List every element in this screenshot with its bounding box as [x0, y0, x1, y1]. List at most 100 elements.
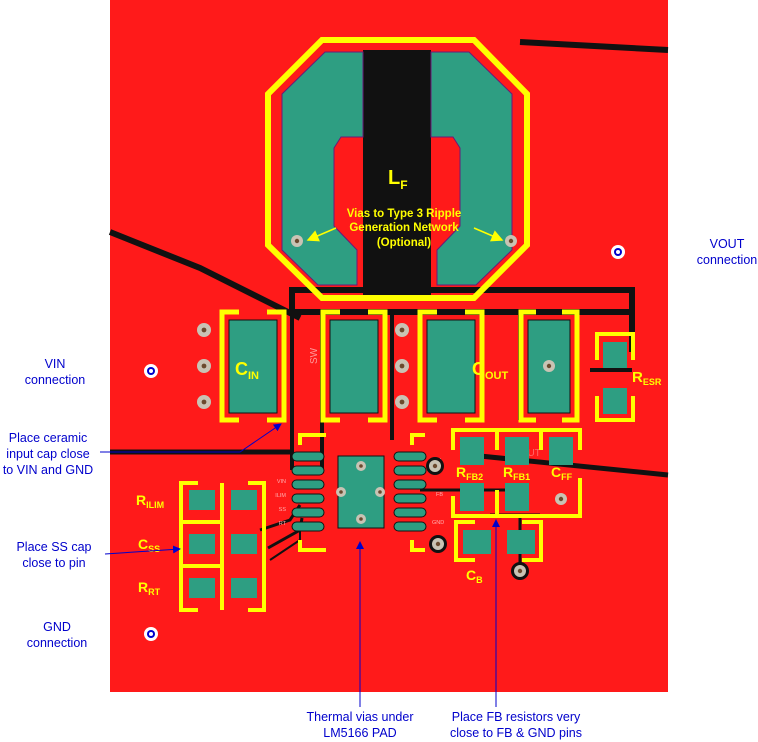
rfb-silk [451, 428, 582, 450]
ss-note-line2: close to pin [22, 556, 85, 570]
thermal-via [356, 461, 366, 471]
rfb2-ref-sub: FB2 [466, 472, 483, 482]
via [543, 360, 555, 372]
cin-note-line1: Place ceramic [9, 431, 88, 445]
rilim-ref-sub: ILIM [146, 500, 164, 510]
cb-ref-sub: B [476, 575, 483, 585]
gnd-annotation-line2: connection [27, 636, 88, 650]
via [395, 359, 409, 373]
cin-silk [267, 309, 287, 423]
cb-silk [454, 520, 475, 562]
via [197, 395, 211, 409]
cin-note-arrow [100, 423, 282, 453]
svg-text:RESR: RESR [632, 369, 662, 387]
inductor-pad-right [430, 51, 513, 286]
inductor-center-trace [363, 50, 431, 297]
rfb1-ref-sub: FB1 [513, 472, 530, 482]
cff-pad [549, 437, 573, 465]
rilim-ref-main: R [136, 492, 146, 508]
via [395, 395, 409, 409]
cb-silk [522, 520, 543, 562]
rfb1-pad [505, 483, 529, 511]
rfb1-pad [505, 437, 529, 465]
ripple-note-line3: (Optional) [377, 237, 431, 249]
via [555, 493, 567, 505]
resr-ref-sub: ESR [643, 377, 662, 387]
svg-text:LF: LF [388, 167, 408, 192]
resr-silk [595, 396, 635, 422]
cb-pad [507, 530, 535, 554]
via [426, 457, 444, 475]
resr-pad [603, 342, 627, 368]
cout-silk [417, 309, 437, 423]
rfb-silk [451, 478, 582, 518]
gnd-annotation-line1: GND [43, 620, 71, 634]
thermal-via [375, 487, 385, 497]
svg-text:RFB2: RFB2 [456, 464, 483, 482]
svg-text:CSS: CSS [138, 536, 160, 554]
cb-pad [463, 530, 491, 554]
ripple-arrow-left [306, 227, 337, 242]
fb-note-line1: Place FB resistors very [452, 710, 581, 724]
cout2-silk [562, 309, 580, 423]
cout-pad [426, 319, 476, 414]
pin-label-vin: VIN [277, 479, 286, 485]
pin-label-gnd: GND [432, 520, 444, 526]
vin-annotation-line2: connection [25, 373, 86, 387]
cout-silk [465, 309, 485, 423]
inductor-pad-left [281, 51, 364, 286]
cin-note-line2: input cap close [6, 447, 89, 461]
via [197, 359, 211, 373]
resr-silk [595, 332, 635, 360]
svg-text:CFF: CFF [551, 464, 573, 482]
vin-annotation-line1: VIN [45, 357, 66, 371]
cin-ref-sub: IN [248, 370, 259, 382]
rfb1-ref-main: R [503, 464, 513, 480]
thermal-note-line2: LM5166 PAD [323, 726, 396, 740]
vin-connection-via [144, 364, 158, 378]
pin-label-rt: RT [279, 521, 287, 527]
pin-label-ilim: ILIM [275, 493, 286, 499]
vout-connection-via [611, 245, 625, 259]
svg-text:RILIM: RILIM [136, 492, 164, 510]
cout-ref-main: C [472, 359, 485, 379]
pin-label-ss: SS [279, 507, 287, 513]
ss-note-arrow [104, 545, 181, 555]
svg-text:RRT: RRT [138, 579, 161, 597]
cin-silk [219, 309, 239, 423]
ss-note-line1: Place SS cap [16, 540, 91, 554]
rfb2-ref-main: R [456, 464, 466, 480]
cout-ref-sub: OUT [485, 370, 509, 382]
cff-ref-sub: FF [561, 472, 572, 482]
inductor-silkscreen-outline [265, 37, 530, 301]
cin-ref-main: C [235, 359, 248, 379]
thermal-via [336, 487, 346, 497]
sw-cap-pad [329, 319, 379, 414]
rfb2-pad [460, 483, 484, 511]
ripple-arrow-right [473, 227, 504, 242]
cin-note-line3: to VIN and GND [3, 463, 93, 477]
ripple-note-line2: Generation Network [349, 222, 459, 234]
gnd-connection-via [144, 627, 158, 641]
inductor-ref-sub: F [400, 178, 407, 192]
cff-ref-main: C [551, 464, 561, 480]
cout2-silk [518, 309, 536, 423]
via [197, 323, 211, 337]
thermal-via [356, 514, 366, 524]
ripple-via [291, 235, 303, 247]
rfb2-pad [460, 437, 484, 465]
cin-pad [228, 319, 278, 414]
cb-ref-main: C [466, 567, 476, 583]
svg-text:CIN: CIN [235, 359, 259, 382]
inductor-ref-main: L [388, 167, 400, 189]
pin-label-fb: FB [436, 492, 443, 498]
svg-text:CB: CB [466, 567, 483, 585]
thermal-note-line1: Thermal vias under [307, 710, 414, 724]
rrt-ref-main: R [138, 579, 148, 595]
via [429, 535, 447, 553]
svg-text:RFB1: RFB1 [503, 464, 530, 482]
resr-ref-main: R [632, 369, 643, 386]
vout-annotation-line2: connection [697, 253, 758, 267]
ripple-via [505, 235, 517, 247]
